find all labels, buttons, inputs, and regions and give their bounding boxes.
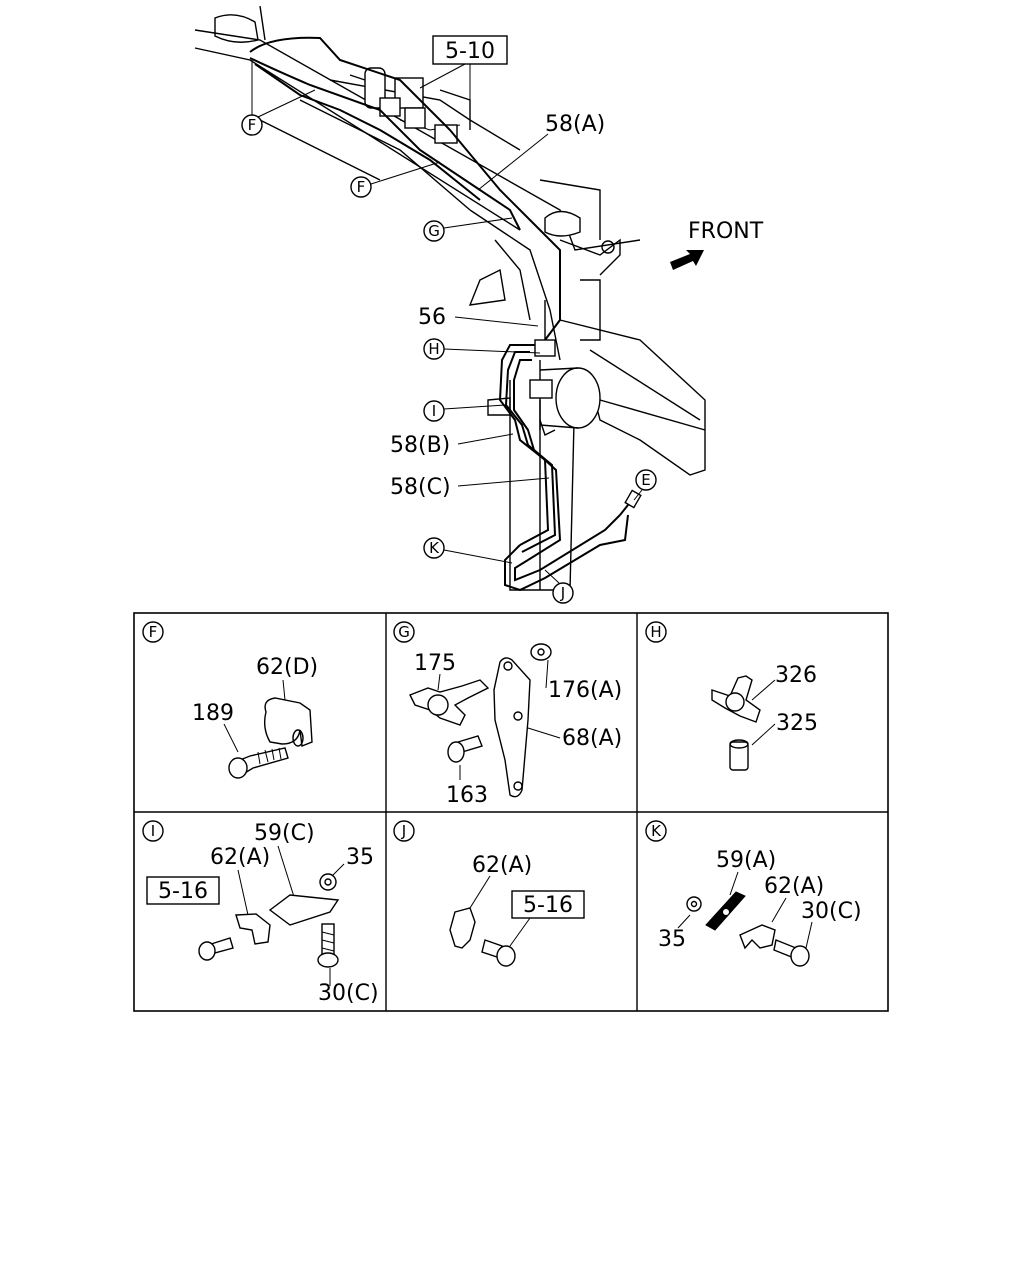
- callout-f-2: F: [350, 161, 441, 198]
- clip-62a-j-icon: [449, 907, 476, 949]
- chassis-cross-member: [468, 209, 706, 591]
- part-label-68a: 68(A): [562, 726, 622, 751]
- front-arrow-icon: [670, 250, 704, 270]
- part-label-189: 189: [192, 701, 234, 726]
- callout-h: H: [423, 338, 541, 360]
- part-label-62a-j: 62(A): [472, 853, 532, 878]
- connector-175-icon: [409, 679, 490, 726]
- bracket-68a-icon: [493, 657, 531, 798]
- front-indicator: FRONT: [670, 219, 764, 270]
- detail-panel-i: I 59(C) 62(A) 35 30(C) 5-16: [142, 820, 379, 1006]
- label-58c: 58(C): [390, 475, 451, 500]
- part-label-163: 163: [446, 783, 488, 808]
- panel-f-id: F: [149, 623, 158, 641]
- callout-letter: J: [560, 584, 565, 602]
- callout-letter: K: [429, 539, 440, 557]
- clip-62a-i-icon: [235, 913, 271, 945]
- detail-panel-h: H 326 325: [645, 621, 818, 771]
- detail-panel-k: K 59(A) 62(A) 30(C) 35: [645, 820, 862, 967]
- ref-box-5-16-i-text: 5-16: [158, 879, 208, 904]
- label-58a: 58(A): [545, 112, 605, 137]
- label-58b: 58(B): [390, 433, 450, 458]
- bolt-30c-k-icon: [773, 939, 810, 967]
- callout-i: I: [423, 400, 506, 422]
- callout-e: E: [633, 469, 657, 501]
- panel-j-id: J: [401, 822, 406, 840]
- brake-pipes-upper: [249, 36, 561, 341]
- part-label-59a: 59(A): [716, 848, 776, 873]
- part-label-326: 326: [775, 663, 817, 688]
- front-label: FRONT: [688, 219, 764, 244]
- part-label-59c: 59(C): [254, 821, 315, 846]
- mount-bolt-top: [544, 210, 621, 276]
- label-56: 56: [418, 305, 446, 330]
- detail-panel-g: G 175 176(A) 68(A) 163: [393, 621, 622, 808]
- callout-g: G: [423, 217, 513, 242]
- callout-f-1: F: [241, 60, 316, 136]
- ref-box-5-16-j: [511, 890, 585, 919]
- part-label-30c-k: 30(C): [801, 899, 862, 924]
- ref-box-5-16-j-text: 5-16: [523, 893, 573, 918]
- nut-35-i-icon: [319, 873, 337, 891]
- part-label-35-k: 35: [658, 927, 686, 952]
- callout-letter: I: [432, 402, 436, 420]
- main-assembly-view: 5-10: [194, 5, 764, 604]
- bolt-5-16-i-icon: [198, 937, 234, 961]
- detail-grid: F 62(D) 189 G 175 176(A) 68(A) 163: [133, 612, 889, 1012]
- bolt-189-icon: [228, 747, 289, 779]
- callout-letter: G: [428, 222, 440, 240]
- bolt-163-icon: [447, 735, 483, 763]
- clip-62d-icon: [263, 697, 313, 747]
- bolt-5-16-j-icon: [481, 939, 516, 967]
- part-label-62a-k: 62(A): [764, 874, 824, 899]
- callout-letter: E: [641, 471, 650, 489]
- part-label-30c-i: 30(C): [318, 981, 379, 1006]
- ref-box-5-10: 5-10: [419, 35, 508, 130]
- panel-h-id: H: [650, 623, 661, 641]
- detail-panel-j: J 62(A) 5-16: [393, 820, 585, 967]
- panel-k-id: K: [651, 822, 662, 840]
- plate-59c-icon: [268, 894, 340, 926]
- detail-panel-f: F 62(D) 189: [142, 621, 318, 779]
- part-label-62a-i: 62(A): [210, 845, 270, 870]
- bolt-30c-i-icon: [317, 923, 339, 968]
- clip-62a-k-icon: [739, 924, 776, 950]
- panel-i-id: I: [151, 822, 155, 840]
- tee-326-icon: [711, 675, 761, 723]
- sleeve-325-icon: [729, 739, 749, 771]
- part-label-35-i: 35: [346, 845, 374, 870]
- callout-k: K: [423, 537, 513, 564]
- part-label-325: 325: [776, 711, 818, 736]
- panel-g-id: G: [398, 623, 410, 641]
- plate-59a-icon: [705, 891, 746, 931]
- brake-chamber: [529, 300, 601, 436]
- part-label-176a: 176(A): [548, 678, 622, 703]
- nut-35-k-icon: [686, 896, 702, 912]
- callout-letter: F: [248, 116, 257, 134]
- ref-box-5-10-text: 5-10: [445, 39, 495, 64]
- part-label-62d: 62(D): [256, 655, 318, 680]
- ref-box-5-16-i: [146, 876, 220, 905]
- brake-pipes-lower: [498, 344, 642, 592]
- valve-assembly: [349, 67, 426, 129]
- nut-176a-icon: [530, 643, 552, 661]
- part-label-175: 175: [414, 651, 456, 676]
- callout-letter: H: [428, 340, 439, 358]
- callout-letter: F: [357, 178, 366, 196]
- callout-j: J: [544, 569, 574, 604]
